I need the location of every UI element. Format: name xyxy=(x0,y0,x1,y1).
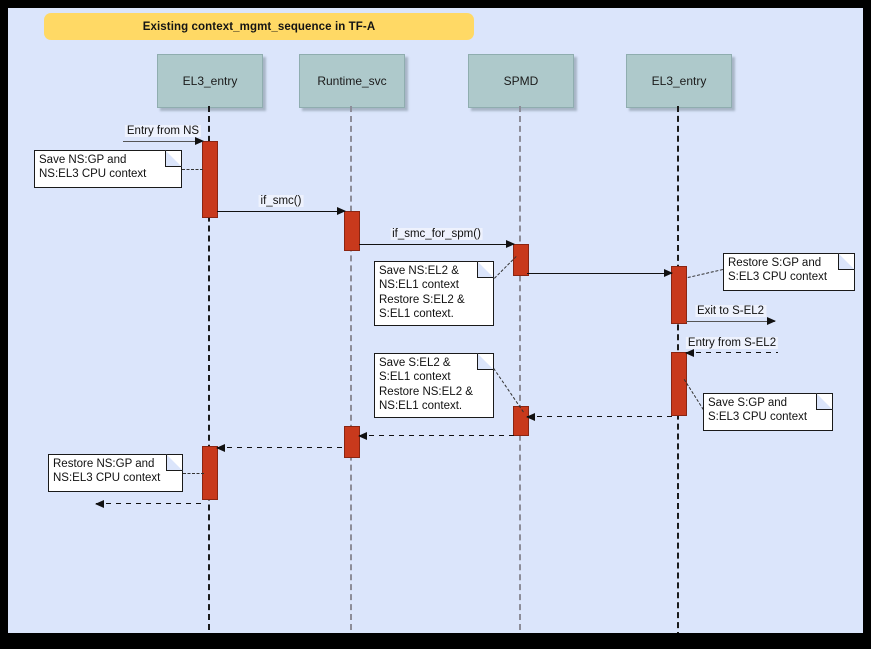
activation-bar-6[interactable] xyxy=(344,426,360,458)
note-connector-2 xyxy=(687,269,723,278)
activation-bar-0[interactable] xyxy=(202,141,218,218)
message-arrowhead xyxy=(685,348,694,357)
lifeline-line-0 xyxy=(208,106,210,630)
diagram-canvas: Existing context_mgmt_sequence in TF-A E… xyxy=(8,8,863,633)
lifeline-label: EL3_entry xyxy=(651,74,707,88)
note-fold-corner-icon xyxy=(166,454,183,471)
lifeline-header-el3-entry-0[interactable]: EL3_entry xyxy=(157,54,263,108)
lifeline-line-2 xyxy=(519,106,521,630)
activation-bar-5[interactable] xyxy=(513,406,529,436)
lifeline-header-runtime-svc-1[interactable]: Runtime_svc xyxy=(299,54,405,108)
activation-bar-2[interactable] xyxy=(513,244,529,276)
lifeline-header-spmd-2[interactable]: SPMD xyxy=(468,54,574,108)
activation-bar-4[interactable] xyxy=(671,352,687,416)
message-arrowhead xyxy=(358,431,367,440)
message-arrowhead xyxy=(195,136,204,145)
message-arrowhead xyxy=(664,268,673,277)
note-fold-corner-icon xyxy=(838,253,855,270)
note-text: Save S:GP and S:EL3 CPU context xyxy=(708,397,808,424)
activation-bar-1[interactable] xyxy=(344,211,360,251)
message-shaft xyxy=(123,141,203,142)
message-label: if_smc() xyxy=(258,195,304,207)
note-0: Save NS:GP and NS:EL3 CPU context xyxy=(34,150,182,188)
note-text: Restore NS:GP and NS:EL3 CPU context xyxy=(53,458,161,485)
message-shaft xyxy=(359,435,514,437)
message-shaft xyxy=(217,211,345,212)
message-shaft xyxy=(217,447,345,449)
note-fold-corner-icon xyxy=(816,393,833,410)
lifeline-header-el3-entry-3[interactable]: EL3_entry xyxy=(626,54,732,108)
note-fold-corner-icon xyxy=(477,261,494,278)
message-arrowhead xyxy=(216,443,225,452)
activation-bar-7[interactable] xyxy=(202,446,218,500)
note-text: Restore S:GP and S:EL3 CPU context xyxy=(728,257,828,284)
note-2: Restore S:GP and S:EL3 CPU context xyxy=(723,253,855,291)
message-arrowhead xyxy=(337,206,346,215)
message-label: Entry from S-EL2 xyxy=(685,337,779,349)
message-arrowhead xyxy=(767,316,776,325)
message-shaft xyxy=(686,321,775,322)
message-arrowhead xyxy=(526,412,535,421)
message-label: Exit to S-EL2 xyxy=(694,305,767,317)
message-shaft xyxy=(96,503,203,505)
note-text: Save NS:EL2 & NS:EL1 context Restore S:E… xyxy=(379,265,465,320)
message-label: if_smc_for_spm() xyxy=(390,228,483,240)
message-arrowhead xyxy=(506,239,515,248)
lifeline-label: EL3_entry xyxy=(182,74,238,88)
note-1: Save NS:EL2 & NS:EL1 context Restore S:E… xyxy=(374,261,494,326)
lifeline-label: SPMD xyxy=(503,74,539,88)
note-fold-corner-icon xyxy=(477,353,494,370)
note-3: Save S:EL2 & S:EL1 context Restore NS:EL… xyxy=(374,353,494,418)
message-arrowhead xyxy=(95,499,104,508)
lifeline-line-1 xyxy=(350,106,352,630)
message-shaft xyxy=(527,273,672,274)
activation-bar-3[interactable] xyxy=(671,266,687,324)
message-shaft xyxy=(527,416,672,418)
note-fold-corner-icon xyxy=(165,150,182,167)
note-5: Restore NS:GP and NS:EL3 CPU context xyxy=(48,454,183,492)
message-label: Entry from NS xyxy=(124,125,202,137)
note-4: Save S:GP and S:EL3 CPU context xyxy=(703,393,833,431)
note-text: Save NS:GP and NS:EL3 CPU context xyxy=(39,154,147,181)
note-connector-5 xyxy=(183,473,204,474)
message-shaft xyxy=(359,244,514,245)
message-shaft xyxy=(686,352,778,354)
diagram-title-banner: Existing context_mgmt_sequence in TF-A xyxy=(44,13,474,40)
lifeline-label: Runtime_svc xyxy=(317,74,387,88)
note-connector-0 xyxy=(182,169,203,170)
note-text: Save S:EL2 & S:EL1 context Restore NS:EL… xyxy=(379,357,473,412)
